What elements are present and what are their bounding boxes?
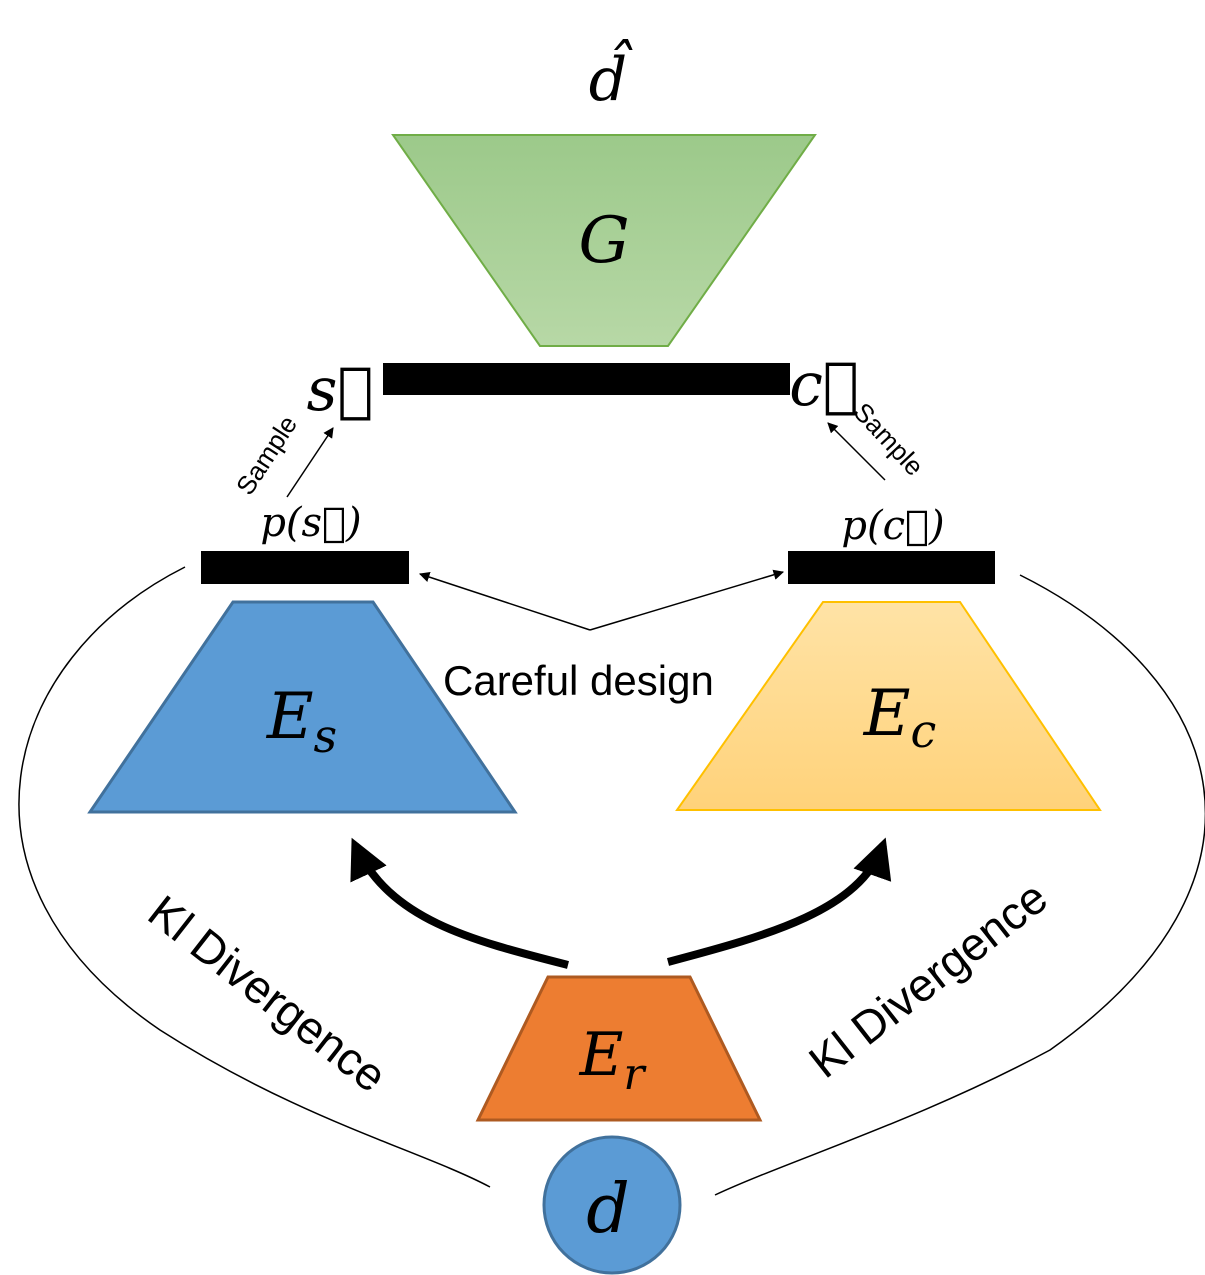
reference-encoder-label: Er bbox=[579, 1020, 648, 1100]
style-latent-label: s⃗ bbox=[307, 355, 374, 425]
reference-encoder-label-sub: r bbox=[623, 1049, 647, 1100]
reference-encoder-label-main: E bbox=[579, 1020, 624, 1090]
careful-design-connector-right bbox=[589, 569, 785, 631]
reference-arrow-left bbox=[350, 837, 569, 969]
style-dist-bar bbox=[201, 551, 409, 584]
style-encoder-label-sub: s bbox=[314, 709, 338, 763]
kl-curve-right bbox=[714, 574, 1205, 1196]
style-dist-label: p(s⃗) bbox=[260, 500, 361, 546]
generator-shape bbox=[391, 134, 817, 347]
content-encoder-label-main: E bbox=[863, 677, 911, 751]
careful-design-connector bbox=[419, 571, 591, 631]
input-node bbox=[542, 1135, 682, 1275]
output-label: d̂ bbox=[589, 39, 633, 115]
style-encoder-label-main: E bbox=[266, 680, 314, 754]
style-encoder-label: Es bbox=[266, 680, 337, 763]
content-encoder-shape bbox=[675, 601, 1102, 811]
input-label: d bbox=[586, 1170, 630, 1249]
content-encoder-label-sub: c bbox=[910, 704, 936, 758]
sample-label-right: Sample bbox=[848, 397, 930, 482]
kl-curve-left bbox=[18, 566, 491, 1188]
style-encoder-shape bbox=[87, 600, 518, 814]
generator-label: G bbox=[578, 204, 629, 278]
content-encoder-label: Ec bbox=[863, 677, 936, 758]
content-dist-bar bbox=[788, 551, 995, 584]
reference-encoder-shape bbox=[475, 975, 763, 1122]
sample-arrow-left bbox=[286, 427, 334, 498]
careful-design-label: Careful design bbox=[443, 657, 714, 704]
sample-arrow-right bbox=[827, 422, 886, 481]
reference-arrow-right bbox=[666, 837, 892, 966]
sample-label-left: Sample bbox=[230, 410, 303, 500]
latent-bar bbox=[383, 363, 790, 395]
content-dist-label: p(c⃗) bbox=[841, 503, 944, 549]
content-latent-label: c⃗ bbox=[789, 350, 859, 420]
kl-label-left: Kl Divergence bbox=[139, 885, 397, 1102]
